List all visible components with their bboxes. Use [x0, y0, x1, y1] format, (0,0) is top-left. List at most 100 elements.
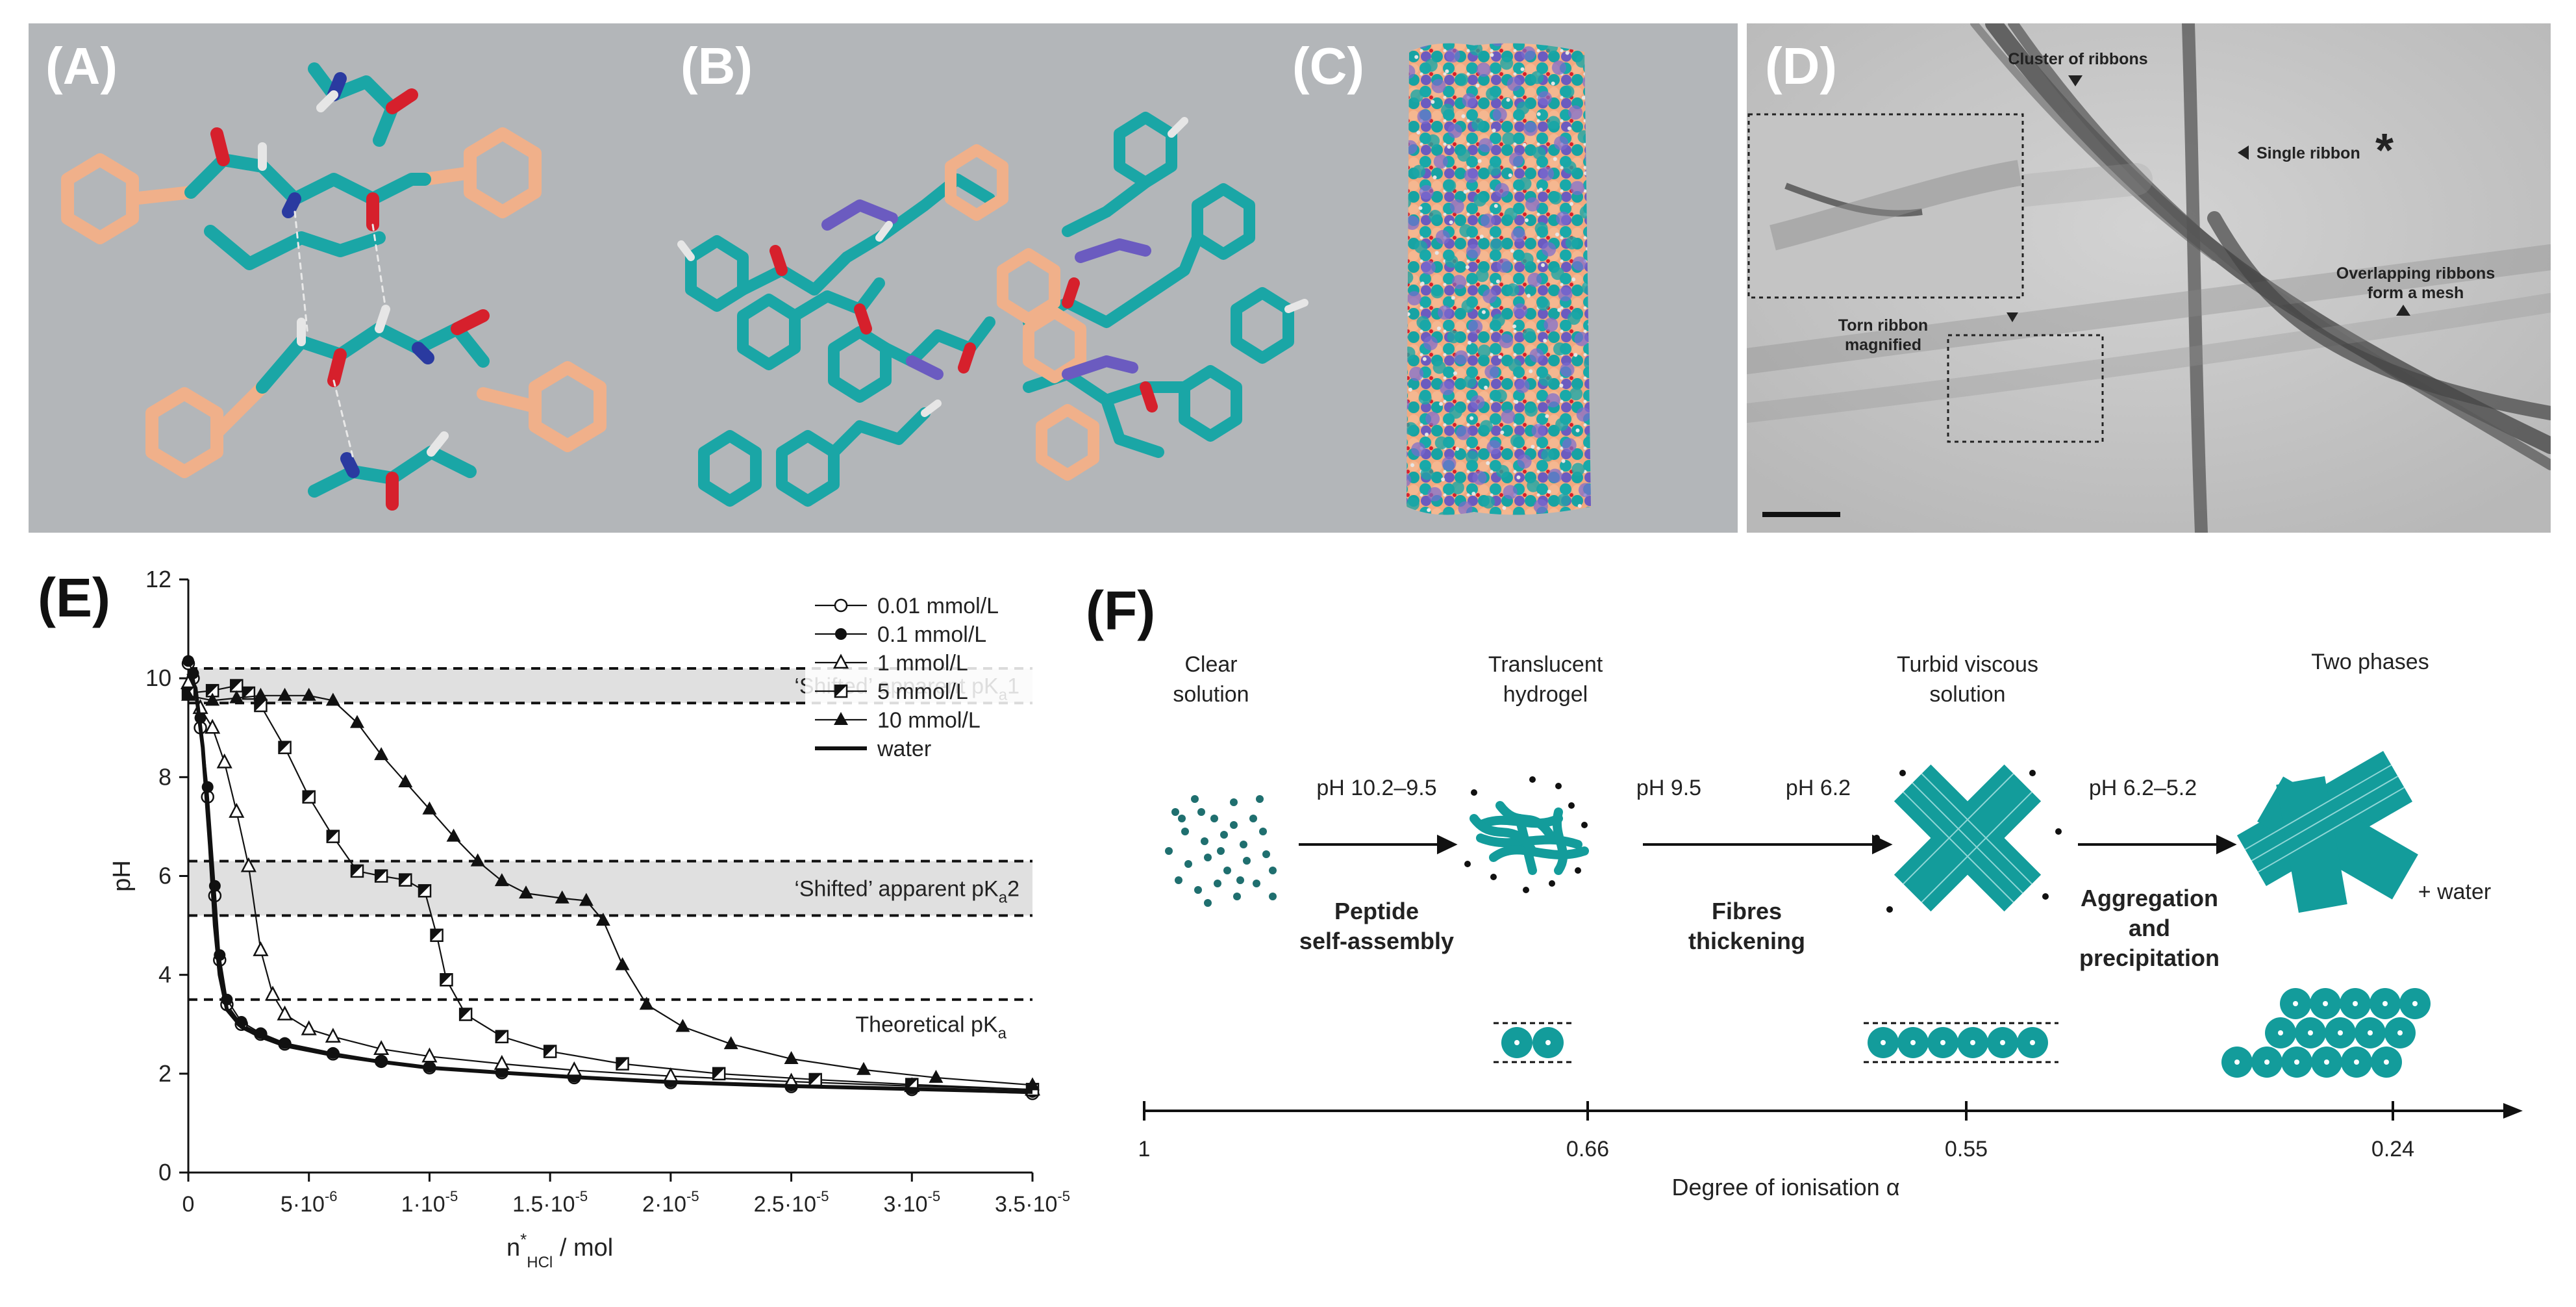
monomer-dot	[1262, 850, 1270, 858]
transition-1-desc-line2: self-assembly	[1299, 928, 1455, 954]
precip-xsec-top-2-core	[2323, 1001, 2328, 1006]
tem-torn-label: Torn ribbon magnified	[1799, 316, 1968, 355]
x-tick-label-3: 1.5·10-5	[512, 1188, 588, 1217]
tem-overlap-label: Overlapping ribbons form a mesh	[2318, 264, 2513, 303]
monomer-dot	[1259, 828, 1267, 835]
monomer-dot	[1233, 893, 1241, 900]
monomer-dot	[1181, 828, 1189, 835]
series-4-point-4	[277, 687, 292, 701]
tem-overlap-line2: form a mesh	[2367, 284, 2464, 302]
series-4-point-20	[675, 1019, 690, 1032]
x-tick-label-0: 0	[182, 1192, 195, 1217]
series-4-point-16	[579, 893, 594, 906]
transition-3-desc-line1: Aggregation	[2081, 885, 2218, 911]
transition-3-ph: pH 6.2–5.2	[2088, 776, 2197, 800]
panel-d-label: (D)	[1765, 37, 1838, 95]
precip-xsec-bottom-3-core	[2294, 1060, 2299, 1065]
transition-3-desc-line2: and	[2128, 915, 2170, 941]
series-4-point-14	[519, 885, 533, 899]
y-tick-label-10: 10	[145, 665, 171, 691]
series-4-point-21	[723, 1036, 738, 1050]
monomer-dot	[1243, 857, 1251, 865]
theoretical-pka-label: Theoretical pKa	[855, 1013, 1007, 1043]
series-2-point-6	[253, 941, 269, 956]
series-2-point-2	[205, 718, 221, 734]
series-3-point-16	[543, 1045, 557, 1058]
series-4-point-13	[494, 873, 509, 887]
band-2	[188, 861, 1032, 916]
transition-2-ph-left: pH 9.5	[1636, 776, 1702, 800]
monomer-dot	[1204, 899, 1212, 907]
series-2-point-3	[216, 753, 232, 768]
monomer-dot	[1223, 867, 1231, 874]
state-turbid-line1: Turbid viscous	[1897, 652, 2038, 677]
turbid-xsec-4-core	[1970, 1040, 1975, 1045]
series-1-point-0	[182, 655, 194, 667]
transition-1-desc-line1: Peptide	[1334, 898, 1419, 924]
series-2-point-7	[264, 985, 281, 1001]
state-twophase-title: Two phases	[2286, 647, 2455, 677]
precip-xsec-bottom-2-core	[2264, 1060, 2270, 1065]
series-3-point-5	[278, 741, 292, 754]
series-2-point-13	[494, 1054, 510, 1070]
series-2-point-9	[301, 1020, 317, 1035]
series-2-point-8	[277, 1005, 293, 1021]
ionisation-tick-3: 0.55	[1945, 1137, 1988, 1161]
monomer-dot	[1256, 795, 1264, 803]
plus-water-label: + water	[2418, 880, 2492, 904]
series-4-point-6	[325, 692, 340, 706]
series-3-point-2	[230, 679, 244, 692]
series-4-point-25	[1025, 1077, 1040, 1091]
series-3-point-4	[254, 698, 268, 713]
series-4-point-7	[350, 715, 364, 728]
monomer-dot	[1220, 831, 1228, 839]
panel-e-label: (E)	[38, 567, 110, 628]
panel-a-molecule	[61, 62, 606, 511]
series-4-point-15	[555, 890, 569, 904]
ionisation-tick-1: 1	[1138, 1137, 1151, 1161]
series-3-point-19	[808, 1072, 822, 1087]
precip-xsec-mid-3-core	[2338, 1030, 2343, 1035]
y-tick-label-8: 8	[158, 763, 171, 790]
series-4-point-9	[398, 774, 413, 787]
panel-b-molecule	[677, 112, 1308, 507]
legend-marker-2	[832, 654, 849, 669]
series-4-point-8	[374, 747, 389, 761]
ionisation-tick-4: 0.24	[2371, 1137, 2414, 1161]
x-tick-label-2: 1·10-5	[401, 1188, 458, 1217]
panel-b-label: (B)	[681, 37, 753, 95]
series-4-point-18	[615, 957, 630, 971]
monomer-dot	[1236, 876, 1244, 884]
precip-xsec-bottom-1-core	[2234, 1060, 2240, 1065]
series-4-point-0	[181, 687, 195, 701]
series-2-point-5	[240, 857, 256, 872]
x-tick-label-4: 2·10-5	[642, 1188, 699, 1217]
y-tick-label-6: 6	[158, 863, 171, 889]
legend-background	[805, 585, 1032, 773]
series-2-point-12	[421, 1047, 438, 1063]
series-2-point-11	[373, 1040, 390, 1056]
transition-2-desc-line2: thickening	[1688, 928, 1806, 954]
tem-overlap-line1: Overlapping ribbons	[2336, 264, 2495, 283]
x-tick-label-7: 3.5·10-5	[995, 1188, 1070, 1217]
hydrogel-xsec-2-core	[1545, 1040, 1551, 1045]
legend-marker-0	[834, 598, 848, 613]
turbid-xsec-5-core	[2000, 1040, 2005, 1045]
series-3-point-8	[350, 864, 364, 878]
panel-c-fibre	[1407, 43, 1591, 515]
monomer-dot	[1204, 854, 1212, 861]
tem-star: *	[2375, 125, 2394, 177]
series-4-point-2	[229, 690, 244, 704]
precip-xsec-top-3-core	[2353, 1001, 2358, 1006]
ionisation-schematic: 1 0.66 0.55 0.24 Degree of ionisation α	[1138, 751, 2523, 1200]
monomer-dot	[1269, 893, 1277, 900]
ionisation-tick-2: 0.66	[1566, 1137, 1609, 1161]
monomer-dot	[1240, 841, 1247, 848]
y-tick-label-2: 2	[158, 1060, 171, 1087]
monomer-dot	[1210, 815, 1218, 822]
monomer-dot	[1178, 815, 1186, 822]
precip-xsec-top-4-core	[2382, 1001, 2388, 1006]
series-3-point-1	[205, 683, 219, 698]
series-3-point-15	[495, 1030, 509, 1044]
tem-cluster-label: Cluster of ribbons	[2008, 50, 2148, 68]
